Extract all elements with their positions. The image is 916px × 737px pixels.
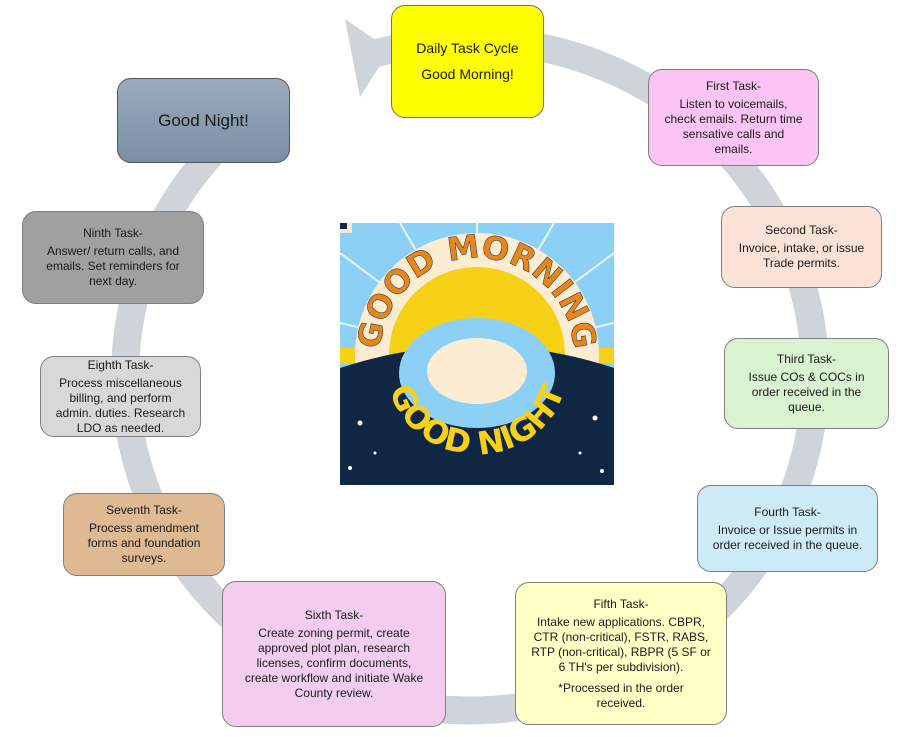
good-night-label: Good Night!	[158, 110, 249, 130]
task-note: *Processed in the order received.	[558, 680, 684, 710]
task-description: Process amendment forms and foundation s…	[87, 521, 201, 565]
daily-title: Daily Task Cycle	[416, 40, 519, 56]
task-title: Fourth Task-	[754, 504, 821, 519]
ninth-task-box: Ninth Task- Answer/ return calls, and em…	[22, 211, 204, 304]
task-title: Fifth Task-	[593, 596, 649, 611]
stars	[348, 415, 604, 473]
fourth-task-box: Fourth Task- Invoice or Issue permits in…	[697, 485, 878, 572]
moon	[427, 338, 527, 404]
task-description: Issue COs & COCs in order received in th…	[748, 370, 865, 414]
good-night-box: Good Night!	[117, 78, 290, 163]
daily-greeting: Good Morning!	[421, 65, 514, 82]
task-title: First Task-	[705, 78, 762, 93]
eighth-task-box: Eighth Task- Process miscellaneous billi…	[40, 356, 201, 437]
cycle-arrowhead	[345, 19, 390, 97]
task-description: Create zoning permit, create approved pl…	[244, 625, 424, 700]
daily-task-cycle-box: Daily Task Cycle Good Morning!	[391, 5, 544, 118]
task-title: Ninth Task-	[83, 226, 143, 240]
task-title: Sixth Task-	[304, 607, 364, 622]
task-description: Invoice or Issue permits in order receiv…	[712, 522, 863, 552]
task-title: Seventh Task-	[106, 503, 182, 517]
second-task-box: Second Task- Invoice, intake, or issue T…	[721, 206, 882, 288]
sixth-task-box: Sixth Task- Create zoning permit, create…	[222, 581, 446, 727]
task-title: Eighth Task-	[87, 357, 154, 372]
task-description: Process miscellaneous billing, and perfo…	[55, 375, 186, 435]
task-description: Listen to voicemails, check emails. Retu…	[664, 96, 803, 156]
fifth-task-box: Fifth Task- Intake new applications. CBP…	[515, 582, 727, 725]
task-title: Third Task-	[776, 352, 837, 366]
task-description: Answer/ return calls, and emails. Set re…	[46, 244, 180, 288]
first-task-box: First Task- Listen to voicemails, check …	[648, 69, 819, 166]
task-description: Invoice, intake, or issue Trade permits.	[738, 241, 865, 270]
task-description: Intake new applications. CBPR, CTR (non-…	[531, 614, 711, 674]
seventh-task-box: Seventh Task- Process amendment forms an…	[63, 493, 225, 576]
good-morning-good-night-artwork: GOOD MORNING GOOD NIGHT	[340, 223, 614, 485]
third-task-box: Third Task- Issue COs & COCs in order re…	[724, 338, 889, 429]
task-title: Second Task-	[765, 223, 838, 237]
